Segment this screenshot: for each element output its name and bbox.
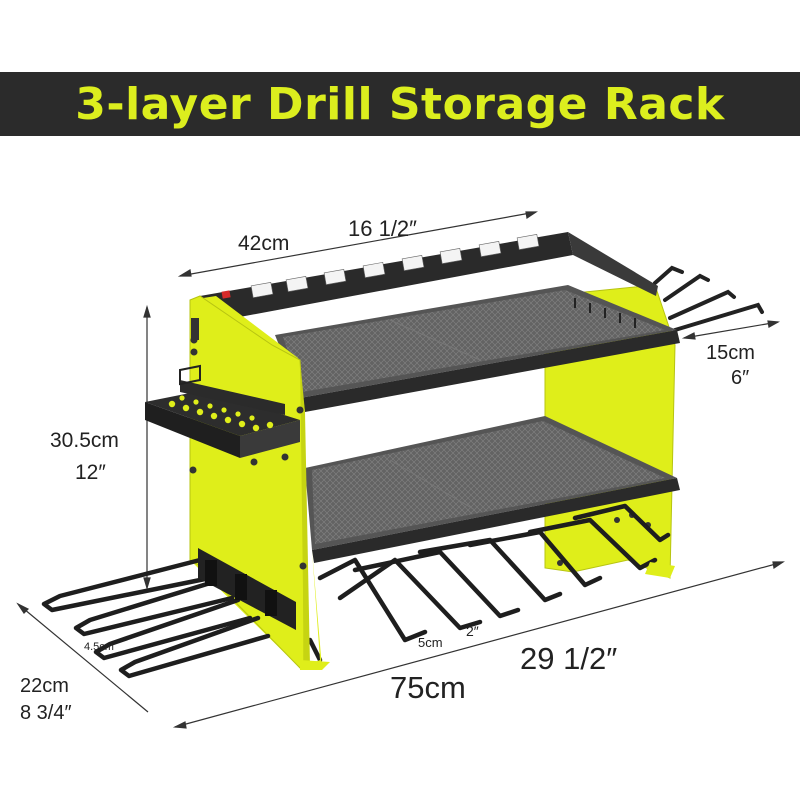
banner-title: 3-layer Drill Storage Rack [75,78,725,130]
shelf-depth-in: 6″ [731,367,750,389]
hanger-brackets [198,548,296,630]
base-depth-cm: 22cm [20,675,69,697]
bit-holder [145,364,300,458]
slot-width-cm: 5cm [418,635,443,650]
shelf-depth-cm: 15cm [706,342,755,364]
side-slot-cm: 4.5cm [84,641,114,653]
title-banner: 3-layer Drill Storage Rack [0,72,800,136]
base-foot-left [300,660,330,670]
power-strip [200,232,658,322]
height-cm: 30.5cm [50,429,119,452]
total-width-in: 29 1/2″ [520,641,618,676]
bottom-shelf [305,416,680,563]
back-hooks [653,265,764,332]
height-in: 12″ [75,461,106,484]
side-hangers [41,557,271,679]
base-depth-in: 8 3/4″ [20,702,72,724]
dimension-lines [16,211,785,729]
slot-width-in: 2″ [466,623,479,639]
base-foot-right [645,562,675,578]
top-width-in: 16 1/2″ [348,216,417,241]
total-width-cm: 75cm [390,670,466,705]
top-width-cm: 42cm [238,232,290,255]
top-shelf [275,285,680,412]
drill-hangers [307,503,671,663]
